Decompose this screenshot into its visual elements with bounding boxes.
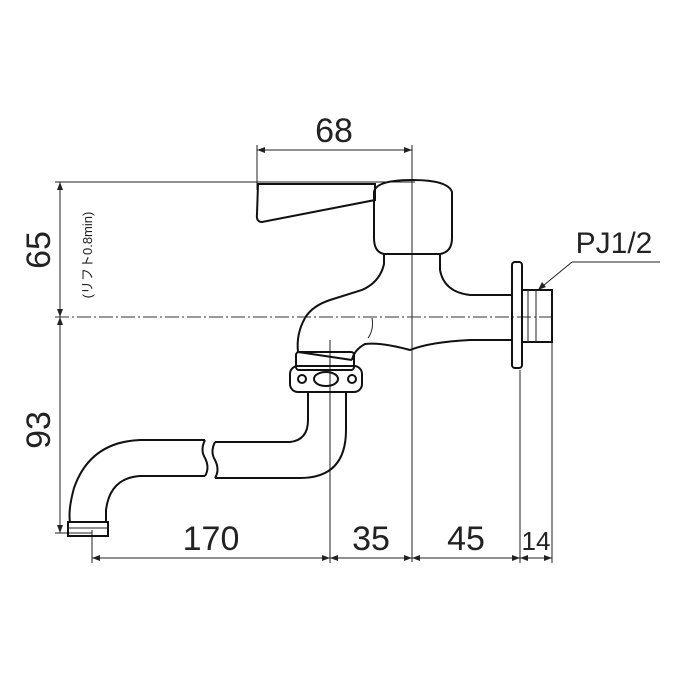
- spout-curve-inner: [105, 475, 205, 522]
- coupling-collar: [295, 351, 355, 371]
- lift-note: (リフト0.8min): [80, 212, 95, 299]
- arrow-93-top: [57, 317, 63, 325]
- body-seam: [367, 317, 373, 339]
- coupling-hole: [313, 371, 339, 387]
- dim-label-45: 45: [447, 520, 485, 558]
- dim-label-35: 35: [352, 520, 390, 558]
- arrow-45-left: [412, 555, 420, 561]
- coupling-nut: [289, 365, 363, 393]
- spout-tip: [67, 521, 109, 537]
- arrow-93-bottom: [57, 525, 63, 533]
- arrow-14-right: [544, 555, 552, 561]
- arrow-68-left: [257, 147, 265, 153]
- spout-pipe-upper: [215, 392, 309, 443]
- break-mark-left: [201, 439, 209, 477]
- arrow-68-right: [404, 147, 412, 153]
- dim-label-170: 170: [183, 520, 240, 558]
- body-left-curve: [304, 254, 385, 319]
- thread-outlet: [522, 289, 553, 343]
- arrow-14-left: [520, 555, 528, 561]
- spout-curve-outer: [68, 439, 205, 523]
- handle-cap: [373, 178, 453, 255]
- body-bottom-right: [351, 339, 512, 361]
- arrow-65-top: [57, 182, 63, 190]
- arrow-45-right: [512, 555, 520, 561]
- break-mark-right: [211, 441, 219, 479]
- wall-flange: [511, 261, 523, 369]
- arrow-35-right: [404, 555, 412, 561]
- nut-dot-left: [297, 374, 307, 384]
- arrow-170-right: [322, 555, 330, 561]
- nut-dot-right: [347, 374, 357, 384]
- body-left-lower: [296, 317, 353, 361]
- arrow-35-left: [330, 555, 338, 561]
- dim-label-65: 65: [20, 231, 58, 269]
- arrow-170-left: [92, 555, 100, 561]
- dim-label-14: 14: [522, 526, 551, 556]
- dim-label-93: 93: [20, 411, 58, 449]
- handle-lever: [255, 183, 376, 224]
- dim-label-68: 68: [315, 112, 353, 150]
- thread-label: PJ1/2: [576, 227, 653, 260]
- spout-pipe-lower: [215, 392, 347, 479]
- arrow-65-bottom: [57, 309, 63, 317]
- body-top-right: [439, 254, 512, 296]
- arrow-thread-leader: [538, 282, 546, 290]
